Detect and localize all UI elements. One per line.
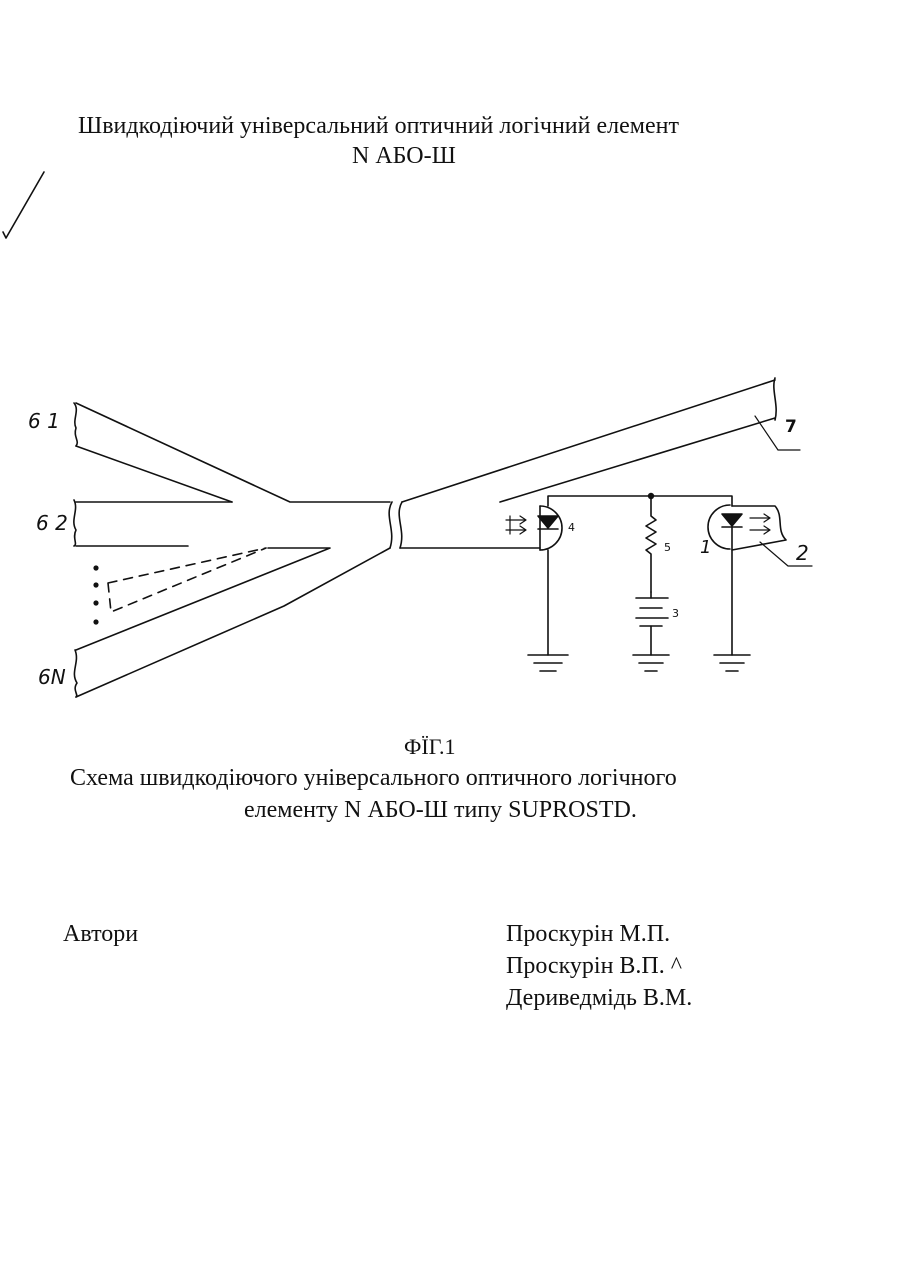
led-1 <box>708 505 770 655</box>
figure-label: ФЇГ.1 <box>404 732 455 762</box>
callout-6-2: 6 2 <box>36 511 68 535</box>
fiber-output <box>402 380 775 502</box>
figure-caption-line-1: Схема швидкодіючого універсального оптич… <box>70 763 677 793</box>
author-name: Проскурін В.П. ^ <box>506 951 682 981</box>
fiber-led <box>732 506 786 550</box>
callout-1: 1 <box>700 537 711 558</box>
resistor-5 <box>646 496 656 592</box>
battery-3 <box>636 598 668 626</box>
photodiode-4 <box>506 506 562 550</box>
callout-5: 5 <box>664 541 671 554</box>
figure-caption-line-2: елементу N АБО-Ш типу SUPROSTD. <box>244 795 637 825</box>
callout-3: 3 <box>672 607 679 620</box>
pen-mark <box>3 172 44 238</box>
ground-4 <box>528 655 568 671</box>
fiber-input-2 <box>74 500 76 546</box>
author-name: Дериведмідь В.М. <box>506 983 692 1013</box>
callout-4: 4 <box>568 521 575 534</box>
callout-6-n: 6N <box>38 665 66 689</box>
ellipsis-dots <box>93 565 98 624</box>
fiber-input-1 <box>74 403 77 446</box>
fiber-input-n <box>74 650 77 697</box>
callout-7: 7 <box>785 417 797 437</box>
authors-label: Автори <box>63 919 138 949</box>
author-name: Проскурін М.П. <box>506 919 670 949</box>
fiber-break <box>389 502 402 548</box>
ground-1 <box>714 655 750 671</box>
ground-3 <box>633 655 669 671</box>
callout-2: 2 <box>796 541 809 565</box>
fiber-dashed <box>108 548 266 612</box>
callout-6-1: 6 1 <box>28 409 60 433</box>
